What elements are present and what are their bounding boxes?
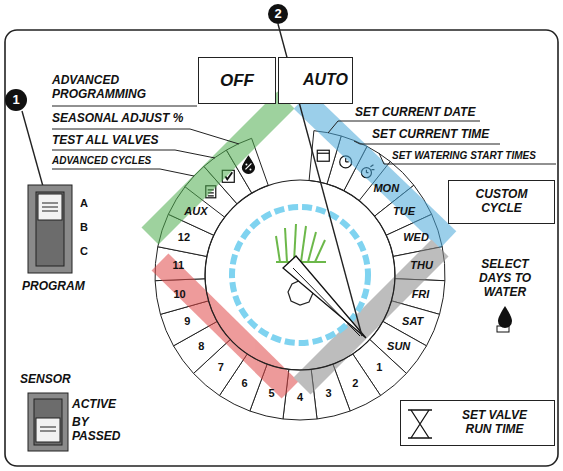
calendar-frame [317,150,329,161]
callout-circle [268,4,288,24]
grass-blade [276,236,280,262]
switch-housing [28,393,68,451]
grass-blade [308,232,316,262]
callout-number: 1 [12,93,19,108]
program-letter: B [80,221,88,234]
leader-lines [22,24,556,336]
calendar-icon [317,150,329,161]
box-text: SET VALVE RUN TIME [455,409,535,437]
slider-grip [40,427,56,431]
mode-label: ADVANCED PROGRAMMING [52,74,177,102]
mode-label: SELECT DAYS TO WATER [469,258,541,299]
zone-number: 8 [198,340,204,353]
mode-label: TEST ALL VALVES [52,134,158,148]
box-text: CUSTOM CYCLE [462,188,542,216]
dial-inner-circle [205,180,395,370]
water-drop [498,306,512,328]
zone-number: 1 [376,361,382,374]
zone-number: 2 [352,377,358,390]
callout-number: 2 [274,7,281,22]
custom-cycle-box: CUSTOM CYCLE [448,180,555,224]
dashed-blue-circle [232,207,368,343]
sensor-switch [28,393,68,451]
switch-position: BY PASSED [72,416,127,444]
day-label: THU [410,259,433,272]
leader-line [52,106,197,107]
zone-number: 3 [325,387,331,400]
program-letter: A [80,197,88,210]
mode-label: ADVANCED CYCLES [52,155,151,167]
aux-label: AUX [184,205,207,218]
day-label: FRI [412,288,430,301]
drop-shape [242,156,254,173]
leader-line [354,141,500,144]
leader-line [52,169,194,176]
calendar-bar [317,153,329,154]
program-switch [28,185,72,273]
callout-leader [278,24,362,336]
dial-pointer [283,256,366,338]
program-letter: C [80,245,88,258]
hourglass-icon [408,410,432,438]
mode-label: SET CURRENT TIME [372,128,489,142]
hourglass-caps [408,410,432,438]
day-label: TUE [393,205,415,218]
percent-slash [245,163,251,169]
zone-number: 4 [297,391,303,404]
box-text: OFF [220,71,254,91]
slider-grip [42,203,58,211]
callout-circle [5,89,27,111]
day-label: MON [373,182,399,195]
day-label: SAT [402,315,423,328]
pointer-line [293,268,360,336]
zone-number: 10 [173,288,185,301]
panel-outline [5,30,558,466]
zone-number: 7 [218,361,224,374]
box-text: AUTO [303,71,348,89]
mode-box: AUTO [278,57,353,104]
mode-label: SET CURRENT DATE [355,106,475,120]
valve-run-time-box: SET VALVE RUN TIME [400,400,555,446]
switch-label: PROGRAM [22,280,85,294]
switch-slot [36,192,64,266]
calendar-base [497,326,509,332]
seasonal-adjust-icon [242,156,254,173]
zone-number: 5 [268,387,274,400]
zone-number: 11 [173,259,185,272]
switch-slider [38,194,62,220]
mode-box: OFF [198,57,276,104]
switch-slot [34,399,62,445]
switch-slider [36,418,60,442]
red-band [160,262,290,390]
switch-position: ACTIVE [72,398,116,412]
zone-number: 9 [184,315,190,328]
grey-band [302,248,440,386]
hourglass-body [411,410,429,438]
zone-number: 6 [242,377,248,390]
percent-dot [249,168,251,170]
grass-blade [315,240,325,262]
zone-number: 12 [178,231,190,244]
day-label: WED [403,231,429,244]
grass-blade [301,226,306,262]
percent-dot [245,163,247,165]
mode-label: SEASONAL ADJUST % [52,112,183,126]
switch-label: SENSOR [20,373,71,387]
water-drop-icon [497,306,512,332]
day-label: SUN [387,340,410,353]
mode-label: SET WATERING START TIMES [392,150,536,162]
switch-housing [28,185,72,273]
callout-leader [22,111,44,190]
grass-icon [276,224,326,262]
grass-blade [285,228,287,262]
